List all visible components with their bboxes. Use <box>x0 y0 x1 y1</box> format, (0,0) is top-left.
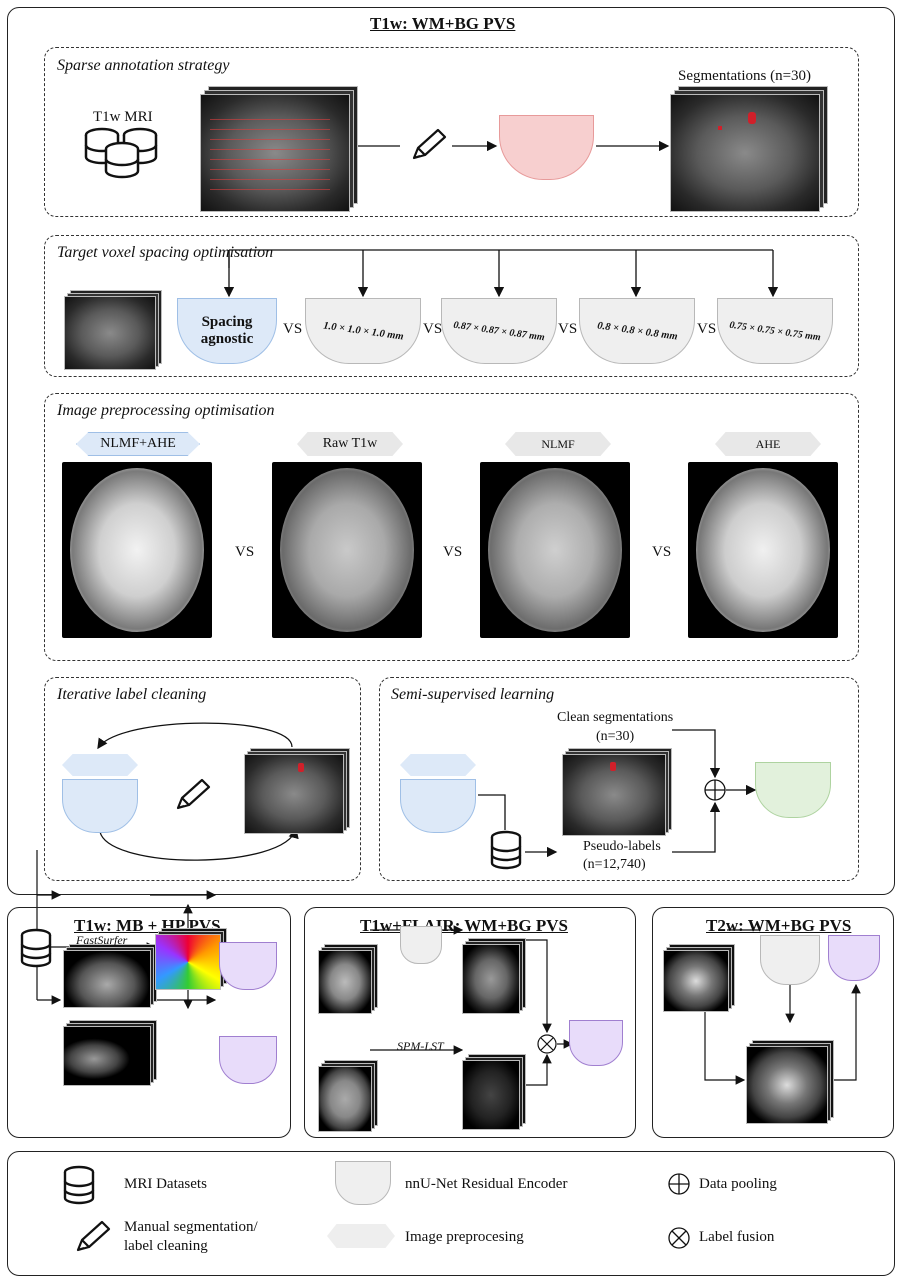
spacing-model-1: 1.0 × 1.0 × 1.0 mm <box>305 298 421 364</box>
clean-seg-label: Clean segmentations <box>557 710 674 725</box>
spacing-model-3: 0.8 × 0.8 × 0.8 mm <box>579 298 695 364</box>
legend-panel <box>7 1151 895 1276</box>
semi-student-model <box>755 762 831 818</box>
preproc-tag-nlmf: NLMF <box>505 432 611 456</box>
sparse-annotation-title: Sparse annotation strategy <box>57 57 230 74</box>
vs-label: VS <box>423 321 443 337</box>
spacing-model-2: 0.87 × 0.87 × 0.87 mm <box>441 298 557 364</box>
spacing-option-4: 0.75 × 0.75 × 0.75 mm <box>728 319 822 343</box>
t2w-title: T2w: WM+BG PVS <box>706 916 852 935</box>
legend-nnunet: nnU-Net Residual Encoder <box>405 1176 568 1192</box>
t2w-gray-model <box>760 935 820 985</box>
vs-label: VS <box>652 544 672 560</box>
brain-nlmf-ahe <box>62 462 212 638</box>
main-panel <box>7 7 895 895</box>
brain-raw <box>272 462 422 638</box>
preprocessing-title: Image preprocessing optimisation <box>57 402 275 419</box>
sparse-annotation-panel <box>44 47 859 217</box>
mb-stack <box>63 944 157 1008</box>
legend-manual-seg-2: label cleaning <box>124 1238 208 1254</box>
semi-teacher-model <box>400 779 476 833</box>
lesion-marker <box>748 112 756 124</box>
legend-preproc-icon <box>327 1224 395 1248</box>
sparse-model-pink <box>499 115 594 180</box>
flair-gray-model <box>400 926 442 964</box>
legend-nnunet-icon <box>335 1161 391 1205</box>
preprocessing-panel <box>44 393 859 661</box>
t2w-panel <box>652 907 894 1138</box>
lesion-marker <box>610 762 616 771</box>
semi-supervised-panel <box>379 677 859 881</box>
spacing-panel <box>44 235 859 377</box>
segmentation-stack <box>670 86 828 212</box>
spacing-model-4: 0.75 × 0.75 × 0.75 mm <box>717 298 833 364</box>
pseudo-labels-count: (n=12,740) <box>583 857 646 872</box>
hp-model <box>219 1036 277 1084</box>
vs-label: VS <box>235 544 255 560</box>
legend-label-fusion: Label fusion <box>699 1229 775 1245</box>
flair-lst-stack <box>462 1054 526 1130</box>
database-icon <box>490 830 522 870</box>
pseudo-labels-label: Pseudo-labels <box>583 839 661 854</box>
preproc-tag-raw: Raw T1w <box>297 432 403 456</box>
segmentations-label: Segmentations (n=30) <box>678 68 812 84</box>
vs-label: VS <box>283 321 303 337</box>
legend-data-pooling: Data pooling <box>699 1176 777 1192</box>
brain-nlmf <box>480 462 630 638</box>
preproc-tag-nlmf-ahe: NLMF+AHE <box>76 432 200 456</box>
spacing-option-1: 1.0 × 1.0 × 1.0 mm <box>322 319 404 343</box>
spacing-option-3: 0.8 × 0.8 × 0.8 mm <box>596 319 678 343</box>
iterative-preproc-tag <box>62 754 138 776</box>
flair-model <box>569 1020 623 1066</box>
lesion-marker <box>298 763 304 772</box>
t2w-output-stack <box>746 1040 834 1124</box>
flair-input-stack <box>318 1060 378 1132</box>
t2w-input-stack <box>663 944 735 1012</box>
vs-label: VS <box>697 321 717 337</box>
spm-lst-label: SPM-LST <box>397 1039 444 1053</box>
flair-t1-stack <box>318 944 378 1014</box>
lesion-marker <box>718 126 722 130</box>
legend-image-preproc: Image preprocesing <box>405 1229 524 1245</box>
t1w-mri-label: T1w MRI <box>93 109 153 125</box>
database-icon <box>84 127 158 179</box>
mb-model <box>219 942 277 990</box>
t2w-model <box>828 935 880 981</box>
spacing-agnostic-label: Spacing agnostic <box>200 314 254 347</box>
semi-supervised-title: Semi-supervised learning <box>391 686 555 703</box>
database-icon <box>20 928 52 968</box>
iterative-title: Iterative label cleaning <box>57 686 207 703</box>
clean-seg-count: (n=30) <box>596 729 635 744</box>
database-icon <box>63 1165 95 1205</box>
spacing-input-stack <box>64 290 162 370</box>
clean-seg-stack <box>562 748 672 836</box>
pencil-icon <box>76 1220 111 1252</box>
vs-label: VS <box>443 544 463 560</box>
fastsurfer-label: FastSurfer <box>76 933 128 947</box>
brain-ahe <box>688 462 838 638</box>
iterative-seg-stack <box>244 748 350 834</box>
preproc-tag-ahe: AHE <box>715 432 821 456</box>
iterative-panel <box>44 677 361 881</box>
hp-stack <box>63 1020 157 1086</box>
semi-preproc-tag <box>400 754 476 776</box>
legend-mri-datasets: MRI Datasets <box>124 1176 207 1192</box>
pencil-icon <box>176 778 211 810</box>
annotation-lines <box>210 110 330 190</box>
mb-hp-panel <box>7 907 291 1138</box>
legend-manual-seg-1: Manual segmentation/ <box>124 1219 258 1235</box>
main-title: T1w: WM+BG PVS <box>370 14 516 33</box>
spacing-option-2: 0.87 × 0.87 × 0.87 mm <box>452 319 546 343</box>
vs-label: VS <box>558 321 578 337</box>
pencil-icon <box>412 128 447 160</box>
spacing-agnostic-model: Spacing agnostic <box>177 298 277 364</box>
spacing-title: Target voxel spacing optimisation <box>57 244 274 261</box>
flair-panel <box>304 907 636 1138</box>
iterative-model <box>62 779 138 833</box>
fastsurfer-stack <box>155 928 227 990</box>
flair-output-stack <box>462 938 526 1014</box>
flair-title: T1w+FLAIR: WM+BG PVS <box>360 916 568 935</box>
